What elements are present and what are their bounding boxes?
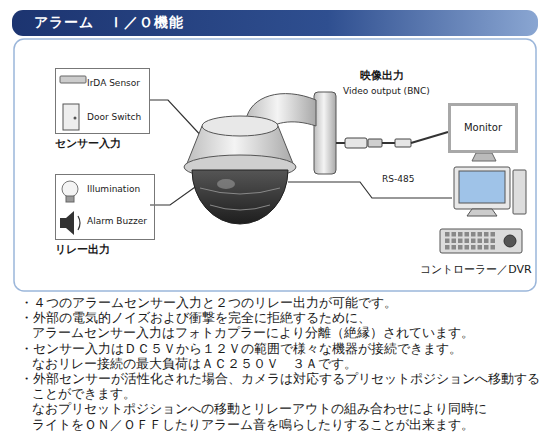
dome-highlight — [217, 179, 235, 189]
controller-keys — [445, 232, 495, 250]
bulb-icon — [62, 181, 78, 197]
box-label: コントローラー／DVR — [420, 264, 531, 277]
controller-key — [452, 232, 457, 237]
note-line: ・センサー入力はＤＣ５Ｖから１２Ｖの範囲で様々な機器が接続できます。 — [20, 342, 462, 356]
video-output-label: 映像出力 — [360, 70, 404, 83]
box-label: IrDA Sensor — [87, 78, 140, 88]
video-cable — [411, 132, 448, 143]
dome-stripe — [200, 188, 280, 194]
video-cable — [382, 142, 395, 144]
controller-dvr: コントローラー／DVR — [414, 165, 538, 277]
signal-label: RS-485 — [382, 174, 414, 184]
monitor-stand — [472, 153, 496, 161]
pc-screen — [459, 171, 505, 203]
note-line: ライトをＯＮ／ＯＦＦしたりアラーム音を鳴らしたりすることが出来ます。 — [32, 418, 474, 432]
note-line: ・４つのアラームセンサー入力と２つのリレー出力が可能です。 — [20, 296, 397, 310]
controller-key — [452, 239, 457, 244]
note-line: ・外部センサーが活性化された場合、カメラは対応するプリセットポジションへ移動する — [20, 372, 540, 386]
relay-output-box: IlluminationAlarm Buzzerリレー出力 — [55, 174, 155, 240]
controller-key — [465, 232, 470, 237]
sensor-wire — [150, 100, 205, 140]
pc-tower — [513, 170, 526, 214]
housing-top — [202, 116, 278, 136]
controller-key — [452, 245, 457, 250]
note-line: なおリレー接続の最大負荷はＡＣ２５０Ｖ ３Ａです。 — [32, 357, 357, 371]
controller-key — [445, 232, 450, 237]
controller-key — [471, 239, 476, 244]
title-bar — [12, 10, 538, 36]
box-heading: センサー入力 — [55, 138, 121, 151]
controller-key — [484, 239, 489, 244]
controller-keyboard — [440, 229, 522, 253]
bulb-base — [66, 196, 74, 202]
controller-key — [471, 232, 476, 237]
controller-key — [471, 245, 476, 250]
controller-key — [445, 239, 450, 244]
panel-frame — [14, 39, 536, 291]
note-line: アラームセンサー入力はフォトカプラーにより分離（絶縁）されています。 — [32, 326, 474, 340]
door-icon — [63, 104, 79, 130]
irda-sensor-icon — [60, 76, 86, 83]
note-line: ことができます。 — [32, 387, 136, 401]
joystick — [504, 235, 516, 247]
controller-key — [465, 245, 470, 250]
controller-key — [458, 239, 463, 244]
box-label: Alarm Buzzer — [87, 216, 147, 226]
controller-key — [478, 232, 483, 237]
pc-monitor — [454, 167, 510, 209]
controller-key — [491, 232, 496, 237]
buzzer-icon — [60, 211, 74, 235]
camera-dome — [192, 170, 288, 224]
note-line: なおプリセットポジションへの移動とリレーアウトの組み合わせにより同時に — [32, 402, 487, 416]
controller-key — [478, 245, 483, 250]
controller-key — [484, 232, 489, 237]
controller-key — [458, 245, 463, 250]
rs485-wire — [288, 182, 452, 198]
door-knob — [74, 117, 77, 120]
controller-key — [491, 245, 496, 250]
box-label: Monitor — [464, 122, 502, 134]
box-label: Door Switch — [87, 112, 141, 122]
buzzer-wave — [78, 216, 80, 230]
controller-key — [445, 245, 450, 250]
monitor-box: Monitor — [448, 103, 518, 153]
sensor-input-box: IrDA SensorDoor Switchセンサー入力 — [55, 68, 150, 134]
note-line: ・外部の電気的ノイズおよび衝撃を完全に拒絶するために、 — [20, 311, 371, 325]
bnc-connector — [395, 139, 411, 147]
bnc-connector — [345, 138, 367, 148]
controller-key — [478, 239, 483, 244]
title-text: アラーム Ｉ／Ｏ機能 — [34, 14, 184, 30]
controller-key — [484, 245, 489, 250]
wall-plate — [314, 92, 336, 174]
controller-key — [491, 239, 496, 244]
video-cable — [336, 142, 345, 144]
box-heading: リレー出力 — [55, 244, 110, 257]
controller-key — [458, 232, 463, 237]
controller-key — [465, 239, 470, 244]
bnc-connector — [368, 139, 382, 147]
pc-base — [467, 209, 497, 216]
video-output-label: Video output (BNC) — [343, 86, 430, 96]
box-label: Illumination — [87, 184, 140, 194]
dome-stripe — [210, 205, 270, 210]
